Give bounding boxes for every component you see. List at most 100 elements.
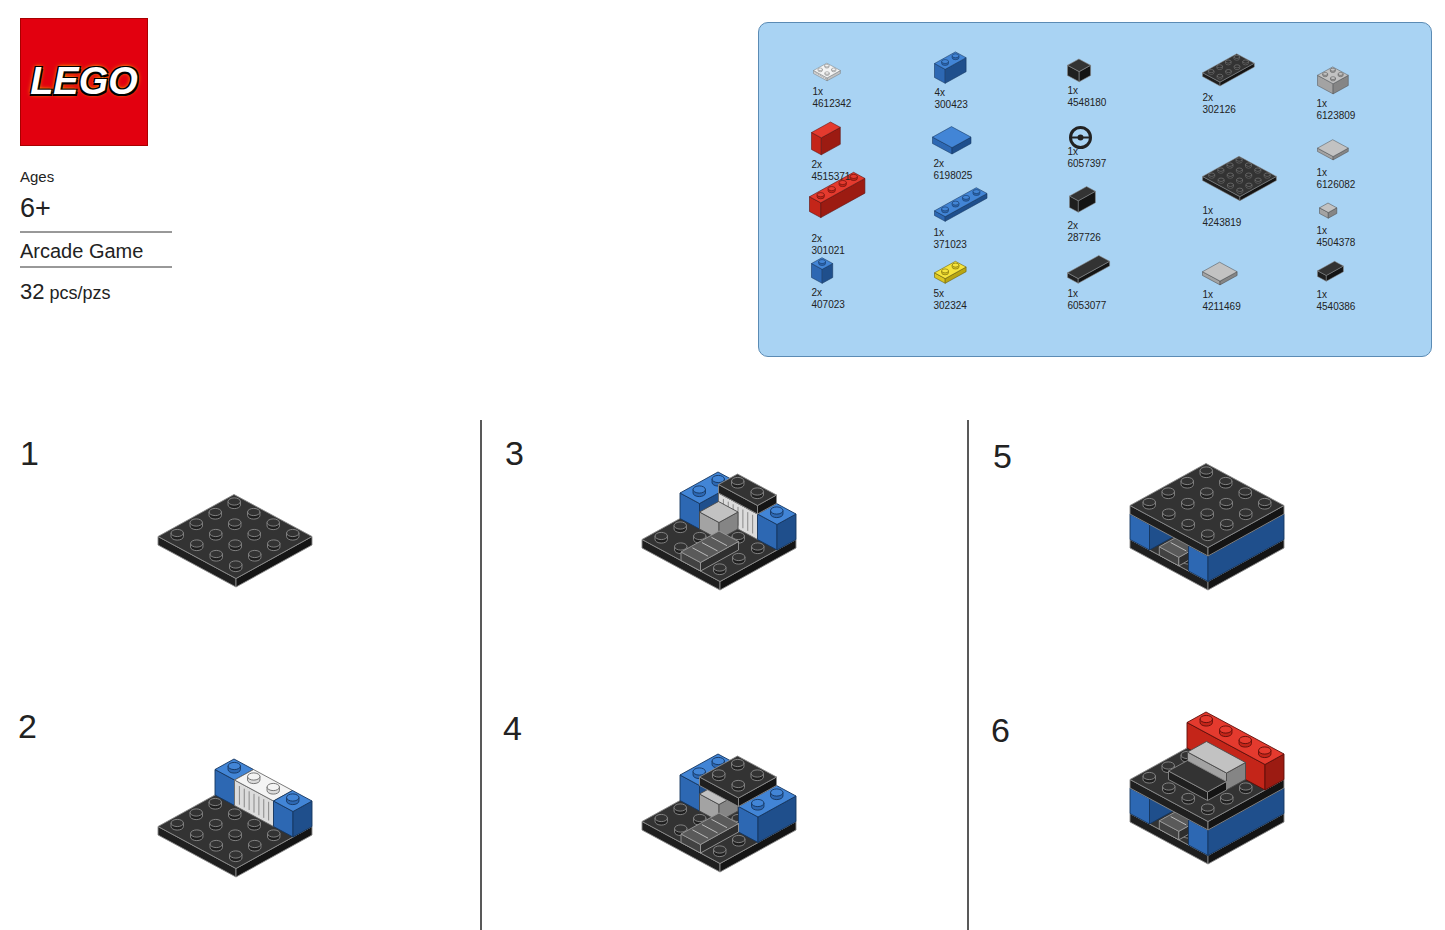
step-model xyxy=(158,495,312,588)
stud-top xyxy=(675,543,687,550)
part-label: 1x 4612342 xyxy=(813,86,852,110)
stud-top xyxy=(1209,173,1215,176)
stud-top xyxy=(1237,178,1243,181)
brick-face xyxy=(1203,54,1255,82)
brick-face xyxy=(681,531,739,563)
brick-face xyxy=(1318,140,1349,157)
stud-top xyxy=(713,770,725,777)
stud-top xyxy=(942,269,949,273)
brick-face xyxy=(274,791,313,812)
stud-top xyxy=(693,486,705,493)
stud-top xyxy=(1221,793,1233,800)
stud-top xyxy=(952,54,959,58)
stud-top xyxy=(752,799,764,806)
stud-top xyxy=(248,529,260,536)
stud-top xyxy=(1239,736,1251,743)
stud-top xyxy=(191,830,203,837)
stud-top xyxy=(1163,509,1175,516)
stud-top xyxy=(230,561,242,568)
stud-top xyxy=(832,68,836,71)
step-model xyxy=(1130,712,1284,864)
grille-line xyxy=(268,802,269,821)
stud-top xyxy=(1259,747,1271,754)
stud-top xyxy=(1338,72,1343,75)
brick-face xyxy=(642,498,796,582)
stud-top xyxy=(229,830,241,837)
stud-top xyxy=(1330,68,1335,71)
piece-unit: pcs/pzs xyxy=(49,283,110,304)
brick-face xyxy=(814,63,841,78)
step-line xyxy=(692,830,708,838)
set-name: Arcade Game xyxy=(20,240,143,263)
stud-top xyxy=(1181,477,1193,484)
brick-face xyxy=(681,813,739,845)
part-label: 1x 4540386 xyxy=(1317,289,1356,313)
separator-line xyxy=(967,420,969,930)
grille-line xyxy=(820,75,821,77)
stud-top xyxy=(1202,804,1214,811)
stud-top xyxy=(190,809,202,816)
stud-top xyxy=(1182,519,1194,526)
stud-top xyxy=(825,72,829,75)
stud-top xyxy=(733,553,745,560)
stud-top xyxy=(249,550,261,557)
stud-top xyxy=(229,809,241,816)
part-label: 2x 6198025 xyxy=(934,158,973,182)
stud-top xyxy=(171,529,183,536)
stud-top xyxy=(1234,65,1240,68)
stud-top xyxy=(1163,783,1175,790)
stud-top xyxy=(732,477,744,484)
grille-line xyxy=(816,73,817,75)
stud-top xyxy=(1234,55,1240,58)
grille-line xyxy=(818,74,819,76)
stud-top xyxy=(228,762,240,769)
stud-top xyxy=(171,819,183,826)
step-model xyxy=(1130,464,1284,591)
stud-top xyxy=(712,757,724,764)
stud-top xyxy=(1245,163,1251,166)
part-label: 2x 407023 xyxy=(812,287,845,311)
stud-top xyxy=(1259,498,1271,505)
step-number: 6 xyxy=(991,711,1010,750)
stud-top xyxy=(268,540,280,547)
stud-top xyxy=(210,550,222,557)
stud-top xyxy=(771,507,783,514)
step-number: 2 xyxy=(18,707,37,746)
step-number: 5 xyxy=(993,437,1012,476)
brick-face xyxy=(812,122,841,138)
stud-top xyxy=(248,819,260,826)
brick-face xyxy=(935,188,988,217)
stud-top xyxy=(674,522,686,529)
stud-top xyxy=(712,475,724,482)
parts-panel: 1x 46123422x 45153712x 3010212x 4070234x… xyxy=(758,22,1432,357)
stud-top xyxy=(1227,163,1233,166)
stud-top xyxy=(1220,477,1232,484)
stud-top xyxy=(1217,65,1223,68)
brick-face xyxy=(700,756,777,798)
brick-face xyxy=(933,127,972,148)
brick-face xyxy=(158,495,312,579)
step-line xyxy=(702,543,718,551)
part-label: 2x 302126 xyxy=(1203,92,1236,116)
stud-top xyxy=(1240,783,1252,790)
brick-face xyxy=(700,502,739,523)
stud-top xyxy=(850,174,857,178)
stud-top xyxy=(1162,488,1174,495)
stud-top xyxy=(817,193,824,197)
stud-top xyxy=(733,835,745,842)
grille-line xyxy=(742,510,743,529)
grille-line xyxy=(825,78,826,80)
stud-top xyxy=(1201,488,1213,495)
grille-line xyxy=(822,76,823,78)
stud-top xyxy=(732,780,744,787)
brick-face xyxy=(1318,261,1344,275)
rule-line xyxy=(20,232,172,233)
brick-face xyxy=(812,258,833,270)
stud-top xyxy=(828,187,835,191)
stud-top xyxy=(248,773,260,780)
stud-top xyxy=(267,519,279,526)
stud-top xyxy=(287,794,299,801)
stud-top xyxy=(1208,69,1214,72)
stud-top xyxy=(751,488,763,495)
stud-top xyxy=(1202,530,1214,537)
